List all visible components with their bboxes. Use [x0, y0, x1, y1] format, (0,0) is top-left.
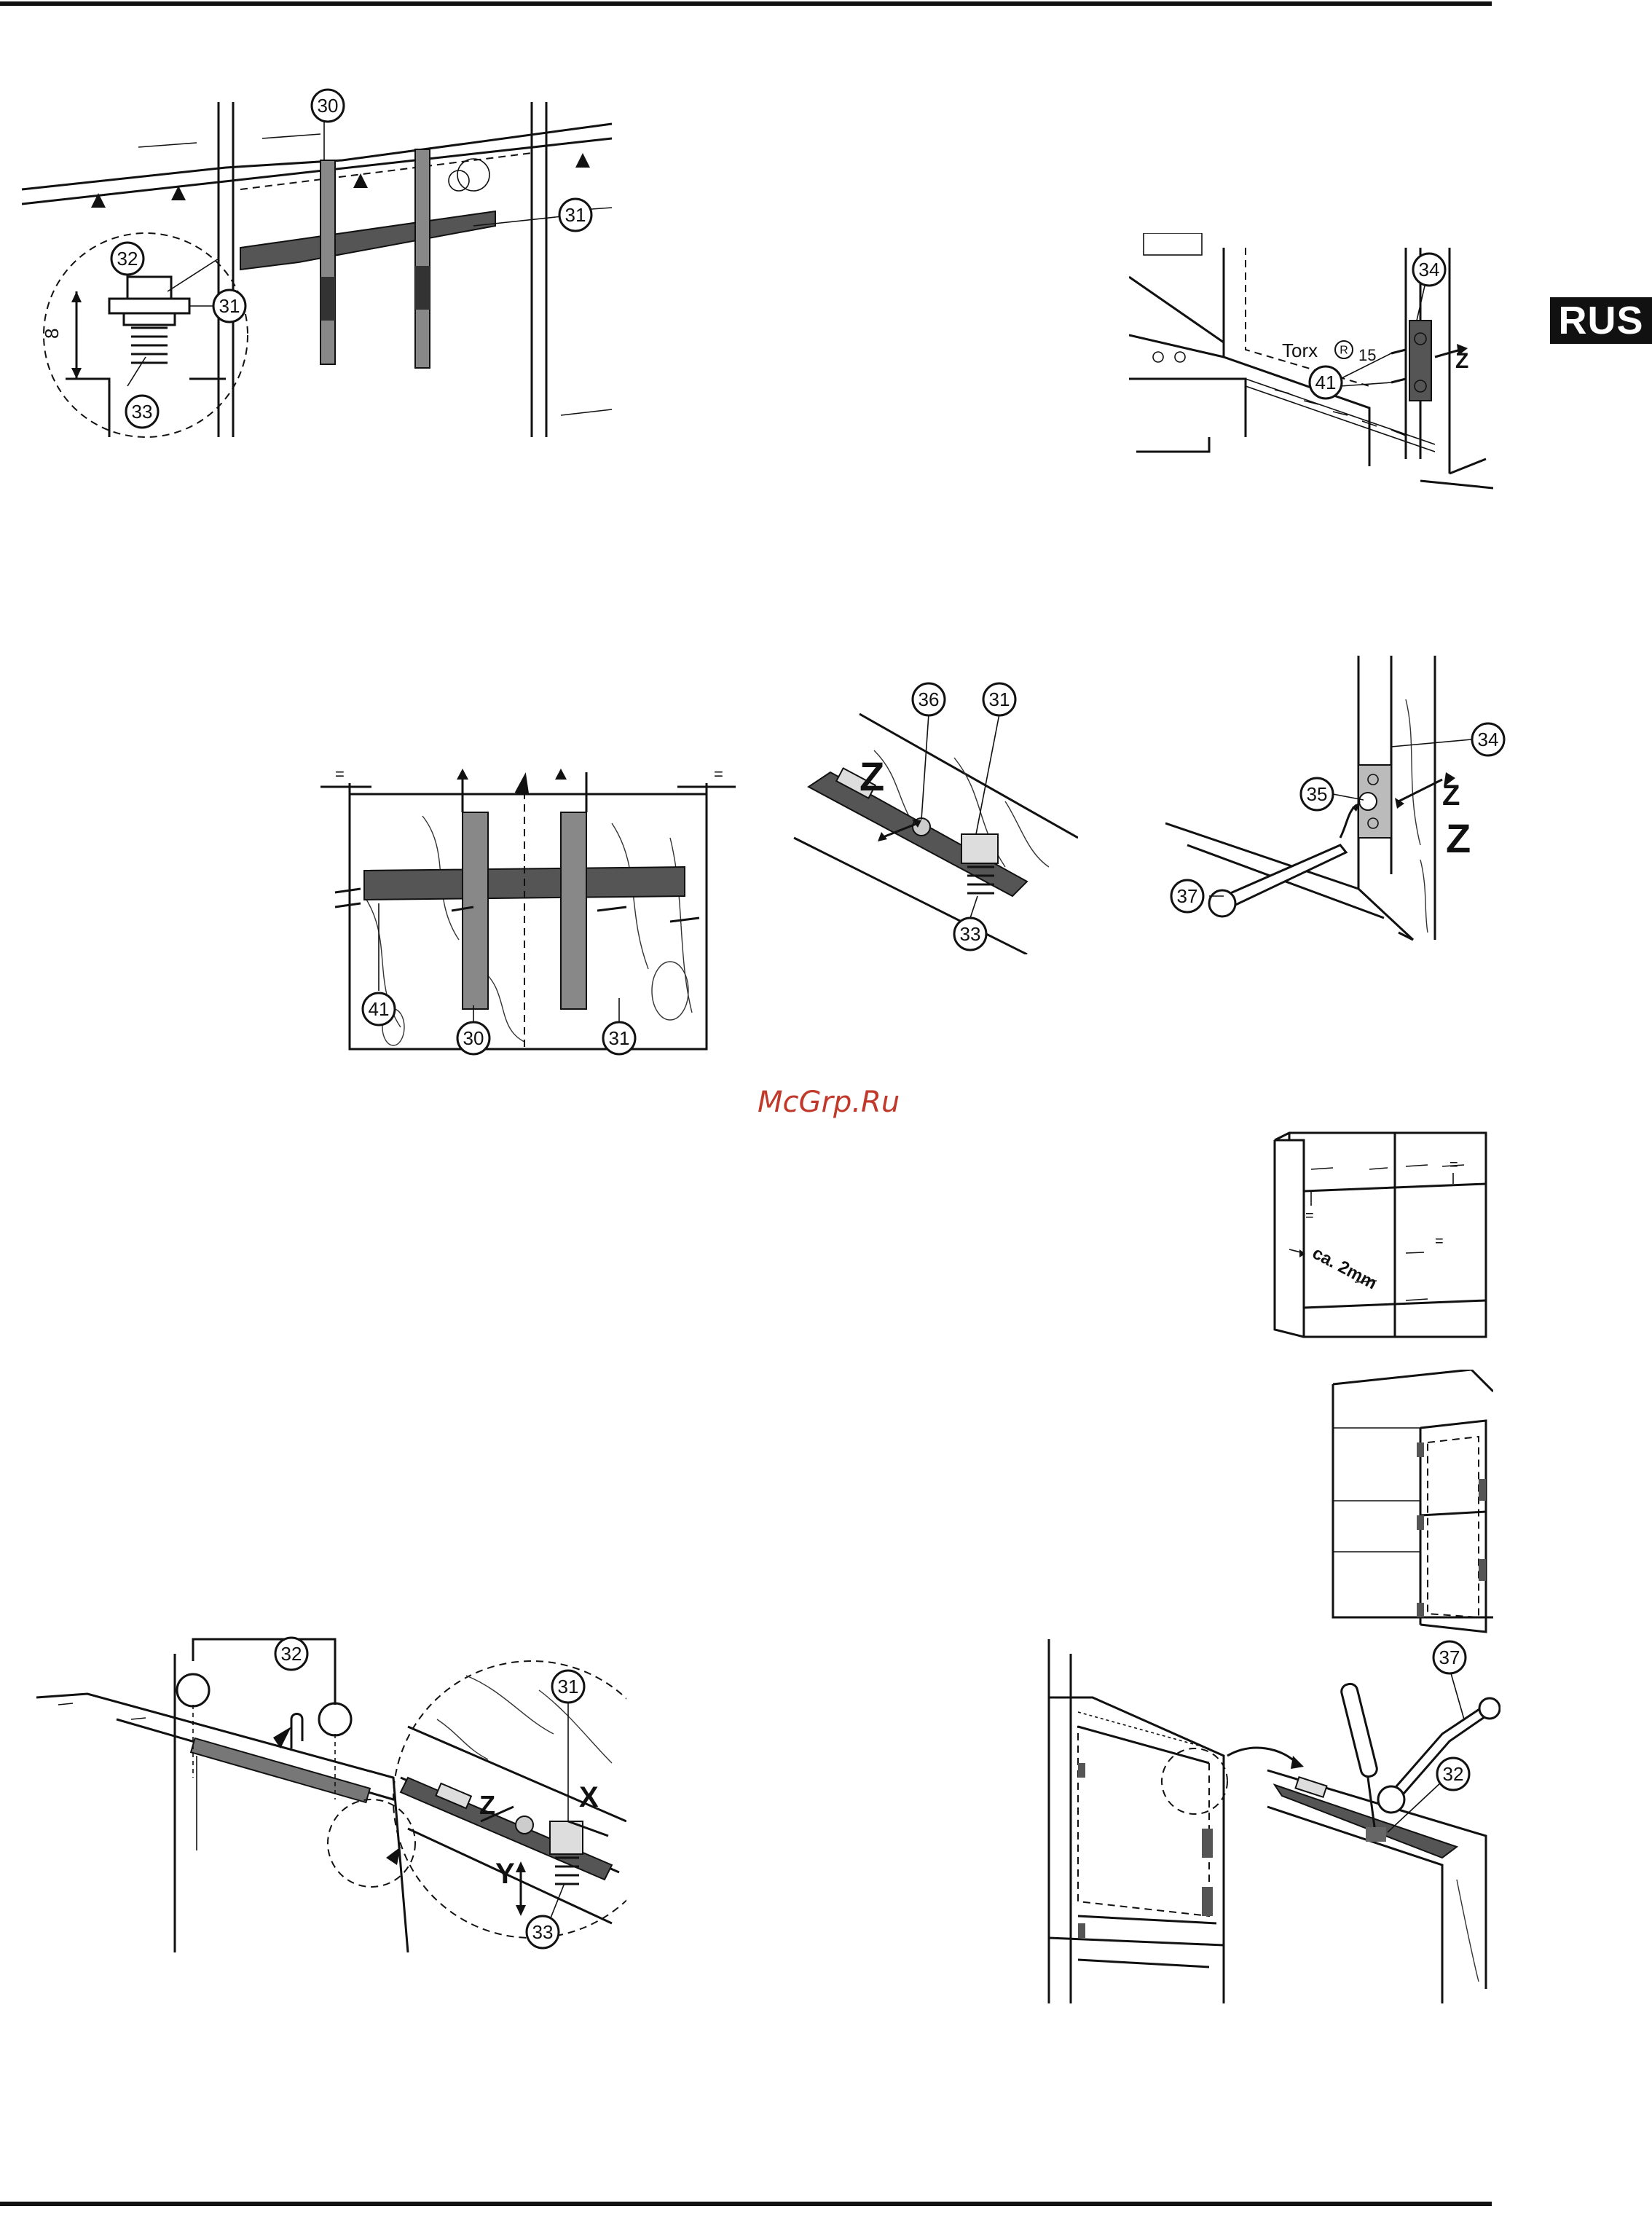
figure-plate-z-adjust: Z 36 31 33	[787, 678, 1078, 954]
watermark: McGrp.Ru	[758, 1086, 900, 1119]
callout-30: 30	[318, 95, 339, 117]
callout-31: 31	[565, 204, 586, 226]
axis-y: Y	[495, 1858, 515, 1890]
torx-label: Torx	[1282, 339, 1318, 361]
axis-z-small: Z	[1442, 780, 1460, 812]
callout-32: 32	[281, 1643, 302, 1665]
callout-32: 32	[1443, 1763, 1464, 1785]
bottom-rule	[0, 2202, 1492, 2206]
figure-door-template: = = 41 30 31	[306, 750, 743, 1056]
dimension-label: 8	[41, 329, 63, 339]
svg-text:R: R	[1340, 345, 1348, 357]
callout-31b: 31	[219, 295, 240, 317]
callout-33: 33	[132, 401, 153, 423]
svg-text:=: =	[714, 765, 723, 783]
svg-text:=: =	[1305, 1208, 1314, 1224]
callout-31: 31	[989, 688, 1010, 710]
top-rule	[0, 1, 1492, 6]
gap-label: ca. 2mm	[1309, 1243, 1380, 1293]
svg-text:=: =	[335, 765, 345, 783]
callout-41: 41	[369, 998, 390, 1020]
callout-41: 41	[1315, 372, 1337, 393]
language-badge: RUS	[1550, 297, 1652, 344]
axis-z-large: Z	[1446, 815, 1471, 861]
figure-hinge-plate-top: 8 30 31 32 31 33	[22, 80, 634, 444]
figure-side-hinge-torx: Torx R 15 Z 34 41	[1129, 233, 1493, 510]
figure-hinge-wrench: Z Z 35 34 37	[1165, 656, 1515, 962]
figure-screwdriver-wrench: 37 32	[1034, 1639, 1500, 2003]
callout-37: 37	[1439, 1646, 1460, 1668]
callout-37: 37	[1177, 885, 1198, 907]
callout-31: 31	[558, 1676, 579, 1697]
figure-plate-xyz: Z X Y 32 31 33	[29, 1632, 626, 1952]
svg-text:=: =	[1435, 1233, 1444, 1249]
axis-x: X	[579, 1781, 599, 1813]
axis-z: Z	[860, 753, 884, 799]
callout-32: 32	[117, 248, 138, 270]
callout-33: 33	[532, 1921, 554, 1943]
callout-30: 30	[463, 1027, 484, 1049]
callout-34: 34	[1478, 729, 1499, 750]
callout-35: 35	[1307, 783, 1328, 805]
figure-open-door	[1311, 1370, 1493, 1639]
callout-36: 36	[919, 688, 940, 710]
callout-31: 31	[609, 1027, 630, 1049]
figure-cabinet-gap: = = = ca. 2mm	[1267, 1126, 1493, 1348]
svg-text:=: =	[1450, 1157, 1458, 1173]
callout-33: 33	[960, 923, 981, 945]
callout-34: 34	[1419, 259, 1440, 280]
